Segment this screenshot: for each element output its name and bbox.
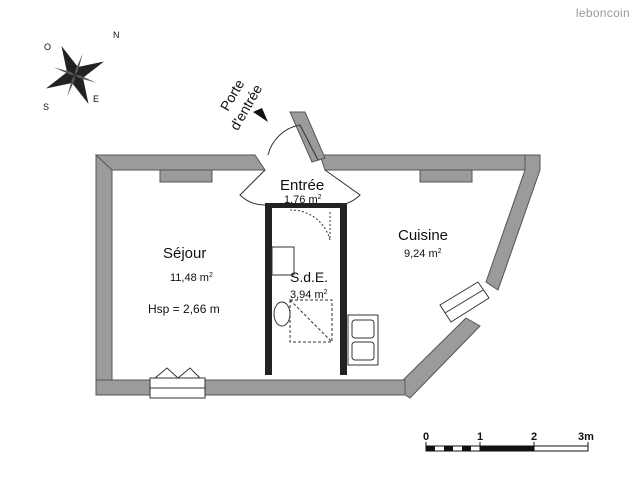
room-cuisine-area: 9,24 m2: [404, 248, 442, 260]
compass-rose: [45, 45, 105, 105]
wall-left: [95, 154, 113, 396]
wall-right-upper: [485, 154, 541, 291]
door-sejour: [239, 169, 266, 206]
fixtures: [271, 246, 379, 366]
partition-sde-cuisine: [340, 205, 347, 375]
scale-tick-1: 1: [477, 431, 483, 443]
door-cuisine: [324, 169, 361, 206]
sink-cuisine: [347, 314, 379, 366]
shower: [289, 299, 333, 343]
wall-bump-top-left: [159, 169, 213, 183]
partition-entree-sde: [265, 203, 347, 208]
washbasin: [273, 301, 291, 327]
partitions: [265, 203, 347, 375]
toilet: [271, 246, 295, 276]
scale-tick-2: 2: [531, 431, 537, 443]
wall-top-left: [94, 154, 266, 171]
room-sejour-name: Séjour: [163, 245, 206, 262]
door-sde: [289, 209, 331, 241]
doors: [239, 124, 361, 241]
entrance-arrow-icon: [253, 108, 268, 122]
wall-bottom-left: [95, 379, 157, 396]
door-entrance: [267, 124, 319, 161]
room-sejour-area: 11,48 m2: [170, 272, 213, 284]
room-sde-name: S.d.E.: [290, 269, 328, 285]
watermark-logo: leboncoin: [575, 6, 630, 20]
entrance-label: Porte d'entrée: [217, 76, 266, 133]
room-entree-name: Entrée: [280, 177, 324, 194]
compass-e: E: [93, 94, 99, 104]
compass-o: O: [44, 42, 51, 52]
room-entree-area: 1,76 m2: [284, 194, 322, 206]
room-sejour-height: Hsp = 2,66 m: [148, 302, 220, 316]
scale-tick-3: 3m: [578, 431, 594, 443]
wall-entrance-jamb: [289, 111, 326, 163]
room-cuisine-name: Cuisine: [398, 227, 448, 244]
wall-top-right: [319, 154, 541, 171]
partition-sejour-sde: [265, 205, 272, 375]
wall-bump-top-right: [419, 169, 473, 183]
window-cuisine: [439, 281, 490, 323]
compass-s: S: [43, 102, 49, 112]
scale-bar: 0 1 2 3m: [423, 431, 594, 452]
wall-bottom-right: [204, 379, 406, 396]
scale-tick-0: 0: [423, 431, 429, 443]
windows: [149, 281, 490, 399]
room-sde-area: 3,94 m2: [290, 289, 328, 301]
wall-right-lower: [394, 317, 481, 399]
compass-n: N: [113, 30, 120, 40]
